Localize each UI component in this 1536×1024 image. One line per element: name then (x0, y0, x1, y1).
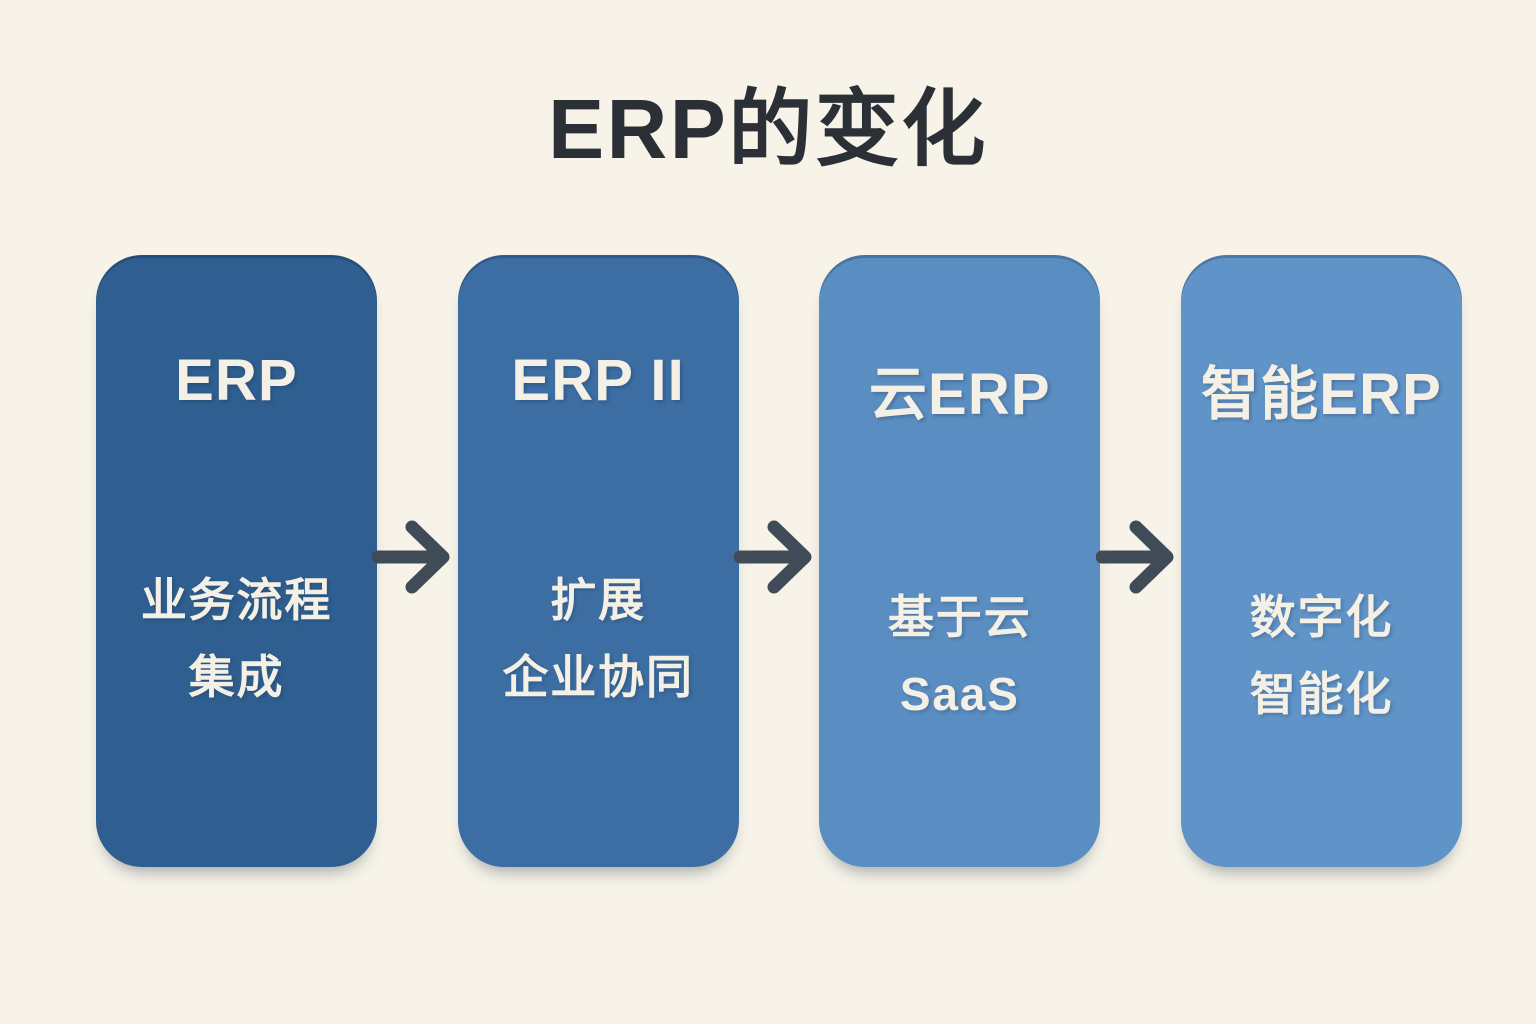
stage-name: ERP (175, 348, 298, 413)
stage-row: ERP 业务流程 集成 ERP II 扩展 企业协同 云ERP 基于云 SaaS… (96, 255, 1462, 867)
stage-description: 业务流程 集成 (141, 562, 332, 716)
stage-description-line: SaaS (899, 668, 1020, 720)
stage-description: 基于云 SaaS (888, 579, 1032, 733)
stage-description-line: 数字化 (1249, 591, 1394, 643)
stage-description: 扩展 企业协同 (502, 562, 693, 716)
right-arrow-icon (734, 512, 824, 602)
page-title: ERP的变化 (548, 82, 988, 176)
stage-description-line: 企业协同 (502, 651, 694, 703)
stage-description-line: 基于云 (888, 591, 1032, 643)
stage-card-erp2: ERP II 扩展 企业协同 (457, 255, 739, 867)
right-arrow-icon (372, 512, 462, 602)
stage-name: 智能ERP (1200, 362, 1442, 427)
stage-card-smart-erp: 智能ERP 数字化 智能化 (1180, 255, 1462, 867)
stage-description-line: 业务流程 (140, 574, 333, 626)
stage-description-line: 集成 (188, 651, 285, 703)
stage-description: 数字化 智能化 (1250, 579, 1394, 733)
right-arrow-icon (1096, 512, 1186, 602)
stage-card-cloud-erp: 云ERP 基于云 SaaS (819, 255, 1101, 867)
stage-card-erp: ERP 业务流程 集成 (96, 255, 377, 867)
stage-description-line: 扩展 (550, 574, 646, 626)
stage-name: ERP II (511, 348, 685, 413)
stage-description-line: 智能化 (1249, 668, 1394, 720)
stage-name: 云ERP (868, 362, 1051, 427)
